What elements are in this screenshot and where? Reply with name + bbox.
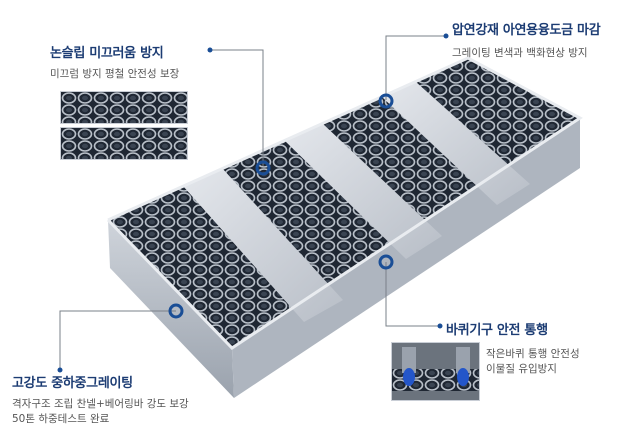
callout-strength: 고강도 중하중그레이팅 격자구조 조립 찬넬+베어링바 강도 보강 50톤 하중… [12,372,189,427]
leader-galvanized [385,35,446,100]
callout-wheel-title: 바퀴기구 안전 통행 [446,323,548,338]
marker-strength [168,303,184,319]
callout-strength-desc: 격자구조 조립 찬넬+베어링바 강도 보강 50톤 하중테스트 완료 [12,397,189,427]
nonslip-closeup-image-2 [60,127,188,160]
callout-nonslip: 논슬립 미끄러움 방지 미끄럼 방지 평철 안전성 보장 [50,42,179,82]
callout-wheel-desc-line1: 작은바퀴 통행 안전성 [486,348,580,360]
callout-strength-title: 고강도 중하중그레이팅 [12,376,133,391]
callout-strength-desc-line2: 50톤 하중테스트 완료 [12,413,110,425]
leader-nonslip [210,49,264,166]
callout-wheel: 바퀴기구 안전 통행 작은바퀴 통행 안전성 이물질 유입방지 [446,319,580,375]
leader-strength [59,310,176,370]
callout-wheel-desc-line2: 이물질 유입방지 [486,363,557,375]
callout-galvanized: 압연강재 아연용융도금 마감 그레이팅 변색과 백화현상 방지 [452,19,601,61]
marker-wheel [378,254,394,270]
wheel-closeup-image [391,342,480,401]
callout-galvanized-desc: 그레이팅 변색과 백화현상 방지 [452,47,588,59]
marker-nonslip [255,160,271,176]
leader-wheel [385,262,440,327]
callout-wheel-desc: 작은바퀴 통행 안전성 이물질 유입방지 [486,347,580,377]
callout-strength-desc-line1: 격자구조 조립 찬넬+베어링바 강도 보강 [12,398,189,410]
callout-nonslip-desc: 미끄럼 방지 평철 안전성 보장 [50,68,180,80]
grating-frame [106,56,583,350]
callout-nonslip-title: 논슬립 미끄러움 방지 [50,46,164,61]
marker-galvanized [378,93,394,109]
nonslip-closeup-image-1 [60,91,188,124]
callout-galvanized-title: 압연강재 아연용융도금 마감 [452,23,601,38]
